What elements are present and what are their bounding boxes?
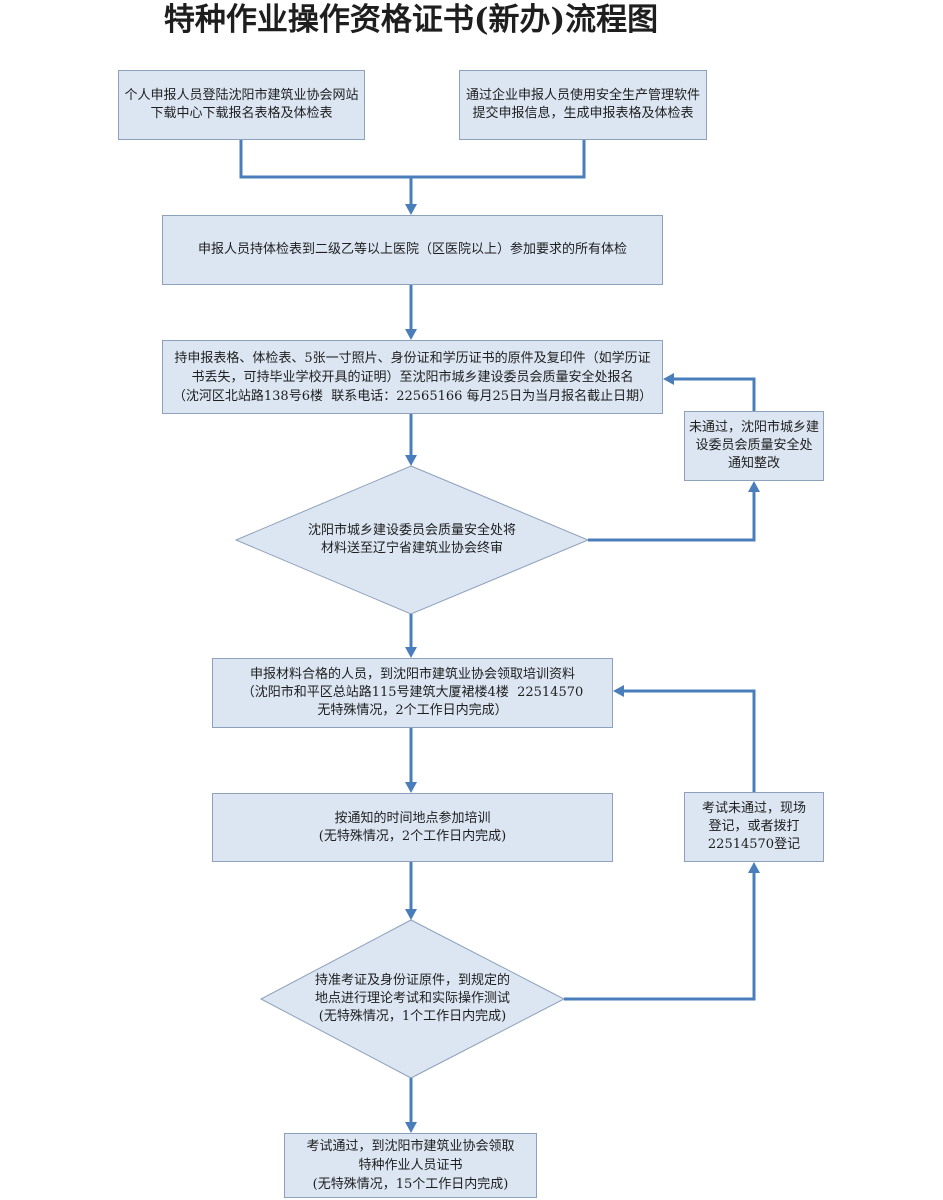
node-text-line: (无特殊情况，15个工作日内完成)	[312, 1177, 509, 1192]
connector-exam-to-retake	[564, 872, 756, 1001]
arrowhead-down	[405, 1122, 417, 1133]
page-title: 特种作业操作资格证书(新办)流程图	[163, 2, 659, 38]
connector-review-to-rectify	[588, 491, 756, 542]
node-text-line: 申报人员持体检表到二级乙等以上医院（区医院以上）参加要求的所有体检	[197, 242, 627, 257]
node-text-line: 按通知的时间地点参加培训	[334, 810, 491, 826]
arrowhead-down	[405, 455, 417, 466]
arrowhead-up	[748, 862, 760, 873]
arrowhead-down	[405, 647, 417, 658]
node-text-line: 登记，或者拨打	[708, 819, 800, 834]
node-rectify-notice: 未通过，沈阳市城乡建 设委员会质量安全处 通知整改	[684, 411, 824, 481]
node-text-line: (无特殊情况，1个工作日内完成)	[318, 1009, 507, 1024]
node-text-line: 未通过，沈阳市城乡建	[688, 420, 819, 435]
node-retake-register: 考试未通过，现场 登记，或者拨打 22514570登记	[684, 792, 824, 862]
node-text-line: （沈河区北站路138号6楼 联系电话：22565166 每月25日为当月报名截止…	[172, 388, 653, 404]
node-text-line: 申报材料合格的人员，到沈阳市建筑业协会领取培训资料	[249, 667, 575, 682]
node-personal-download: 个人申报人员登陆沈阳市建筑业协会网站 下载中心下载报名表格及体检表	[118, 70, 365, 140]
node-text-line: 考试通过，到沈阳市建筑业协会领取	[306, 1139, 515, 1154]
arrowhead-down	[405, 782, 417, 793]
node-text-line: 沈阳市城乡建设委员会质量安全处将	[307, 523, 516, 538]
node-text-line: 地点进行理论考试和实际操作测试	[314, 991, 510, 1006]
node-certificate: 考试通过，到沈阳市建筑业协会领取 特种作业人员证书 (无特殊情况，15个工作日内…	[284, 1133, 537, 1198]
decision-exam-label: 持准考证及身份证原件，到规定的 地点进行理论考试和实际操作测试 (无特殊情况，1…	[261, 920, 564, 1078]
connector-retake-to-materials	[623, 689, 756, 792]
node-registration: 持申报表格、体检表、5张一寸照片、身份证和学历证书的原件及复印件（如学历证 书丢…	[162, 340, 663, 414]
connector-top-merge	[239, 140, 586, 179]
node-text-line: 无特殊情况，2个工作日内完成）	[317, 703, 508, 718]
node-text-line: 个人申报人员登陆沈阳市建筑业协会网站	[124, 88, 359, 103]
node-text-line: 持申报表格、体检表、5张一寸照片、身份证和学历证书的原件及复印件（如学历证	[174, 350, 651, 366]
decision-final-review-label: 沈阳市城乡建设委员会质量安全处将 材料送至辽宁省建筑业协会终审	[236, 466, 588, 614]
node-text-line: 提交申报信息，生成申报表格及体检表	[472, 106, 694, 121]
arrowhead-left	[613, 685, 624, 697]
node-medical-exam: 申报人员持体检表到二级乙等以上医院（区医院以上）参加要求的所有体检	[162, 215, 663, 285]
node-text-line: 通知整改	[727, 456, 780, 471]
node-text-line: 下载中心下载报名表格及体检表	[150, 106, 333, 121]
node-text-line: （沈阳市和平区总站路115号建筑大厦裙楼4楼 22514570	[241, 685, 584, 700]
node-text-line: 设委员会质量安全处	[695, 438, 813, 453]
arrowhead-left	[663, 373, 674, 385]
node-text-line: 22514570登记	[707, 837, 801, 852]
node-text-line: 通过企业申报人员使用安全生产管理软件	[465, 88, 700, 103]
node-training: 按通知的时间地点参加培训 (无特殊情况，2个工作日内完成)	[212, 793, 613, 862]
node-text-line: 考试未通过，现场	[701, 801, 806, 816]
node-text-line: 材料送至辽宁省建筑业协会终审	[320, 541, 503, 556]
arrowhead-down	[405, 909, 417, 920]
node-collect-materials: 申报材料合格的人员，到沈阳市建筑业协会领取培训资料 （沈阳市和平区总站路115号…	[212, 658, 613, 728]
node-text-line: 特种作业人员证书	[358, 1158, 463, 1173]
connector-rectify-to-registration	[673, 377, 756, 411]
node-text-line: (无特殊情况，2个工作日内完成)	[318, 828, 507, 844]
node-text-line: 书丢失，可持毕业学校开具的证明）至沈阳市城乡建设委员会质量安全处报名	[191, 369, 634, 385]
node-text-line: 持准考证及身份证原件，到规定的	[314, 973, 510, 988]
arrowhead-down	[405, 204, 417, 215]
arrowhead-up	[748, 481, 760, 492]
node-enterprise-submit: 通过企业申报人员使用安全生产管理软件 提交申报信息，生成申报表格及体检表	[459, 70, 707, 140]
arrowhead-down	[405, 329, 417, 340]
